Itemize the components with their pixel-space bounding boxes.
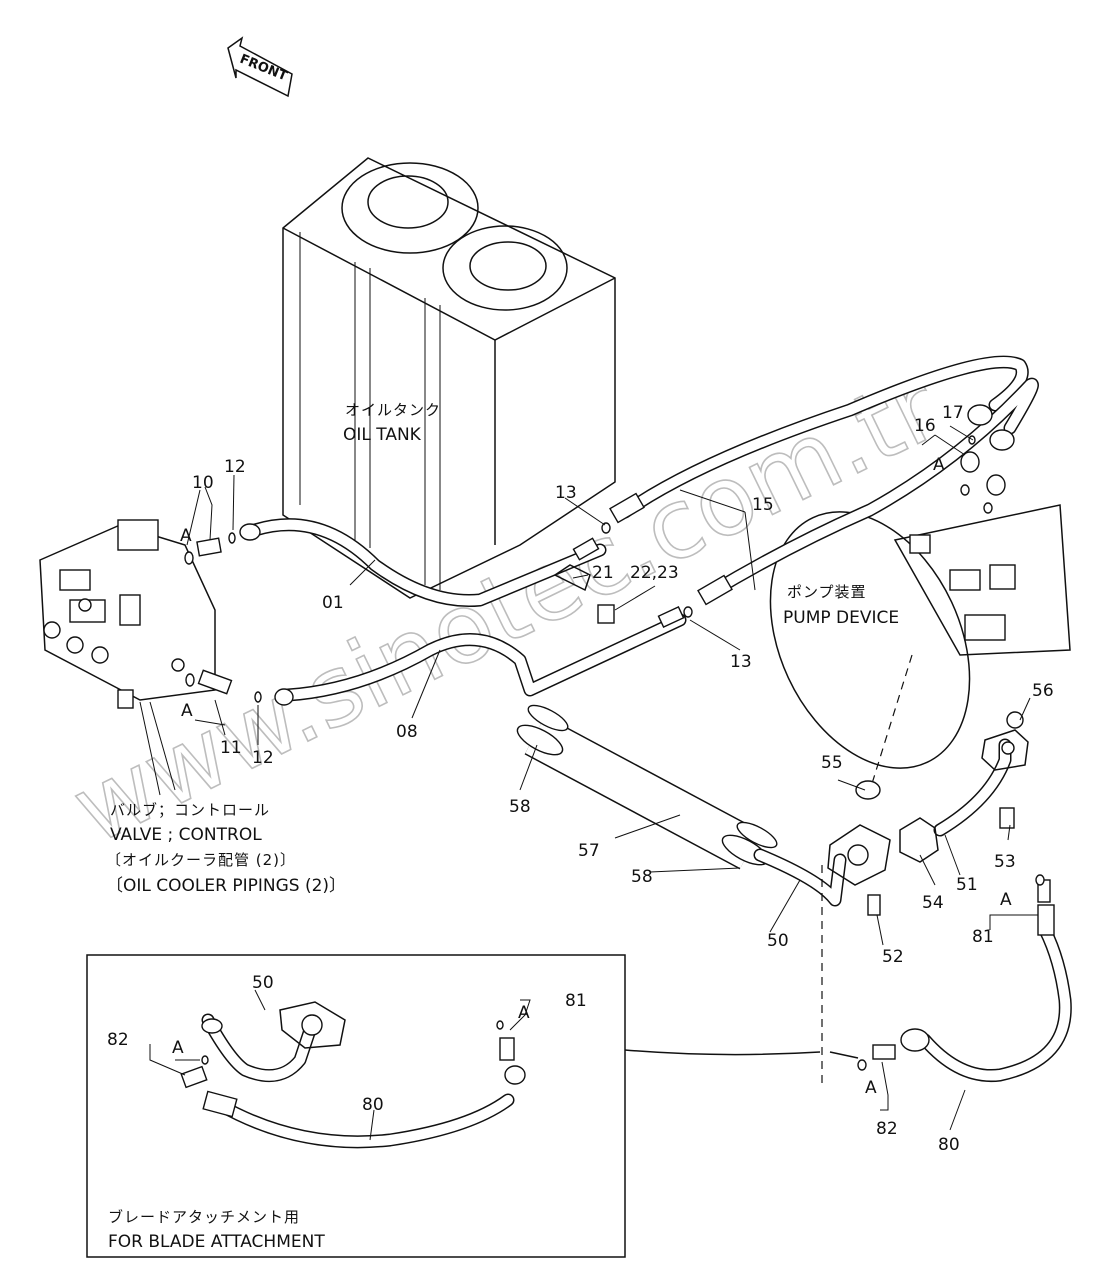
hose-57: [516, 704, 778, 870]
control-valve: [39, 519, 216, 709]
callout-a5: A: [865, 1078, 877, 1098]
callout-a3: A: [933, 455, 945, 475]
inset-callout-a-right: A: [518, 1003, 530, 1023]
callout-10: 10: [192, 473, 214, 493]
pump-device-label-jp: ポンプ装置: [787, 583, 867, 601]
callout-16: 16: [914, 416, 936, 436]
hose-15: [609, 355, 1039, 606]
callout-58b: 58: [631, 867, 653, 887]
valve-label-jp: バルブ；コントロール: [110, 801, 270, 819]
pump-device: ポンプ装置 PUMP DEVICE: [769, 504, 1071, 791]
callout-12a: 12: [224, 457, 246, 477]
callout-53: 53: [994, 852, 1016, 872]
pipe-51: [855, 711, 1029, 863]
callout-13b: 13: [730, 652, 752, 672]
front-arrow-icon: FRONT: [227, 36, 293, 98]
callout-56: 56: [1032, 681, 1054, 701]
callout-17: 17: [942, 403, 964, 423]
section-label-en: 〔OIL COOLER PIPINGS (2)〕: [106, 876, 346, 896]
callout-55: 55: [821, 753, 843, 773]
inset-callout-82: 82: [107, 1030, 129, 1050]
oil-tank-label-en: OIL TANK: [343, 425, 422, 445]
hose-80-main: [857, 874, 1072, 1083]
inset-arrow-icon: [829, 1051, 859, 1059]
callout-01: 01: [322, 593, 344, 613]
callout-82: 82: [876, 1119, 898, 1139]
callout-a2: A: [181, 701, 193, 721]
callout-58a: 58: [509, 797, 531, 817]
callout-51: 51: [956, 875, 978, 895]
callout-80: 80: [938, 1135, 960, 1155]
leader-lines: [139, 425, 1038, 1131]
inset-connector-line: [624, 1049, 821, 1056]
fittings-pump: [960, 404, 1015, 514]
callout-22-23: 22,23: [630, 563, 679, 583]
inset-callout-81: 81: [565, 991, 587, 1011]
inset-caption-jp: ブレードアタッチメント用: [108, 1208, 300, 1226]
callout-11: 11: [220, 738, 242, 758]
inset-callout-50: 50: [252, 973, 274, 993]
pump-device-label-en: PUMP DEVICE: [783, 608, 899, 628]
callout-12b: 12: [252, 748, 274, 768]
callout-a1: A: [180, 526, 192, 546]
callout-50: 50: [767, 931, 789, 951]
section-label-jp: 〔オイルクーラ配管 (2)〕: [106, 851, 296, 869]
callout-08: 08: [396, 722, 418, 742]
front-label: FRONT: [238, 52, 290, 85]
inset-callout-80: 80: [362, 1095, 384, 1115]
callout-54: 54: [922, 893, 944, 913]
callout-15: 15: [752, 495, 774, 515]
callout-81: 81: [972, 927, 994, 947]
callout-a4: A: [1000, 890, 1012, 910]
oil-tank-label-jp: オイルタンク: [345, 401, 441, 419]
pipe-01: [239, 518, 607, 608]
oil-tank: オイルタンク OIL TANK: [282, 157, 616, 599]
callouts: 01 08 10 11 12 12 13 13 15 16 17 21 22,2…: [180, 403, 1054, 1155]
fittings-valve: [184, 522, 693, 703]
callout-57: 57: [578, 841, 600, 861]
control-valve-labels: バルブ；コントロール VALVE ; CONTROL 〔オイルクーラ配管 (2)…: [106, 801, 346, 896]
pipe-08: [274, 613, 687, 706]
callout-21: 21: [592, 563, 614, 583]
valve-label-en: VALVE ; CONTROL: [110, 825, 262, 845]
inset-caption-en: FOR BLADE ATTACHMENT: [108, 1232, 325, 1252]
callout-13a: 13: [555, 483, 577, 503]
pipe-50: [753, 824, 891, 916]
callout-52: 52: [882, 947, 904, 967]
inset-callout-a-left: A: [172, 1038, 184, 1058]
blade-attachment-inset: 50 80 81 82 A A ブレードアタッチメント用 FOR BLADE A…: [86, 954, 626, 1258]
